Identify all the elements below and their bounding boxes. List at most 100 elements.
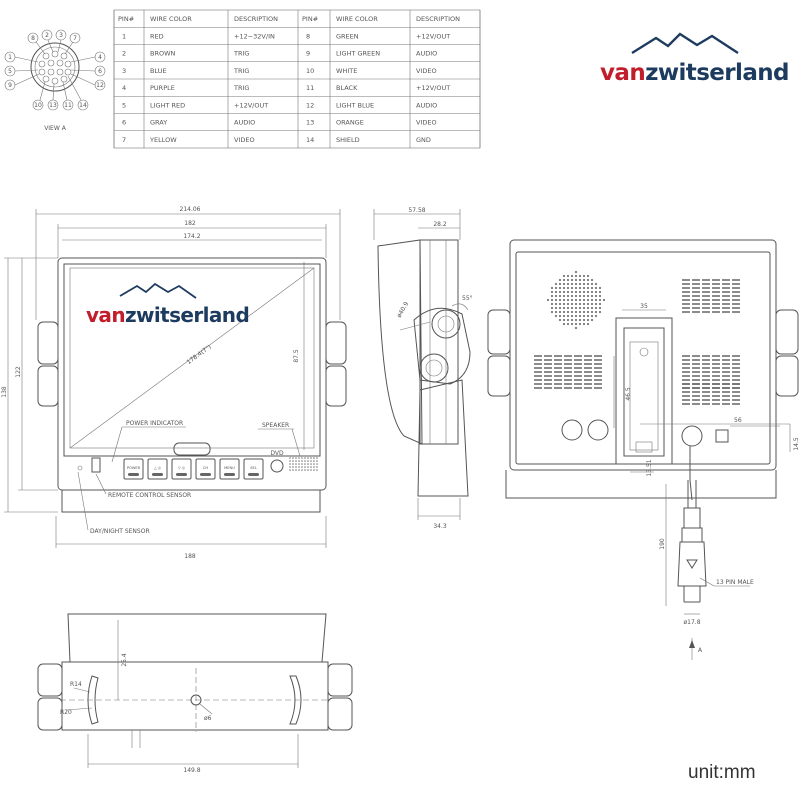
pin-table-cell: VIDEO [416,67,437,75]
view-arrow-label: A [698,647,703,654]
brand-logo: vanzwitserland [600,32,789,86]
front-control-button[interactable] [171,458,192,480]
pin-table-cell: 14 [306,136,314,144]
pin-table-cell: 11 [306,84,314,92]
pin-table-cell: GREEN [336,32,359,40]
pin-table-cell: +12V/OUT [416,84,450,92]
pin-table-cell: 4 [122,84,126,92]
pin-table-cell: LIGHT RED [150,101,185,109]
pin-table-cell: BROWN [150,50,176,58]
pin-table-cell: 6 [122,119,126,127]
svg-text:vanzwitserland: vanzwitserland [600,60,789,86]
unit-label: unit:mm [688,762,756,783]
pin-callout: 14 [79,102,87,109]
pin-table-cell: AUDIO [416,101,437,109]
dim-overall-height: 138 [1,386,8,398]
pin-table-cell: +12V/OUT [234,101,268,109]
connector-pins [38,50,72,85]
pin-table-header: PIN# [118,15,134,23]
power-indicator-label: POWER INDICATOR [126,420,183,427]
dim-bottom-length: 149.8 [183,767,200,774]
pin-table-cell: GND [416,136,431,144]
front-control-button-label: POWER [127,466,141,470]
front-control-button-label: SEL [250,466,257,470]
dim-screen-height: 87.5 [293,349,300,363]
pin-callout: 4 [98,54,102,61]
pin-table-cell: TRIG [233,67,249,75]
pin-callout: 3 [59,32,63,39]
pin-callout: 7 [73,35,77,42]
dim-bracket-depth: 28.2 [433,221,447,228]
pin-table-cell: 13 [306,119,314,127]
dim-screen-width: 174.2 [183,233,200,240]
pin-table-cell: 9 [306,50,310,58]
connector-view-caption: VIEW A [44,125,67,132]
pin-table-cell: LIGHT BLUE [336,101,374,109]
front-control-button[interactable] [147,458,168,480]
front-control-button-label: CH [203,466,209,470]
pin-table-header: DESCRIPTION [416,15,460,23]
pin-table-header: WIRE COLOR [150,15,192,23]
pin-table-cell: AUDIO [234,119,255,127]
dim-frame-height: 122 [15,366,22,378]
pin-callout: 11 [64,102,72,109]
bottom-view: 25.4 R14 R20 ø6 149.8 [37,613,353,774]
pin-table-cell: 7 [122,136,126,144]
pin-table-cell: PURPLE [150,84,175,92]
dim-plug-diameter: ø17.8 [683,619,700,626]
pin-table-cell: 12 [306,101,314,109]
dim-overall-width: 214.06 [180,206,201,213]
svg-text:vanzwitserland: vanzwitserland [86,303,249,327]
pin-callout: 12 [96,82,104,89]
pin-table-cell: BLACK [336,84,358,92]
dim-diagonal: 178.4(7") [186,344,213,366]
pin-table-cell: +12~32V/IN [234,32,275,40]
pin-table-cell: VIDEO [416,119,437,127]
pin-table-header: PIN# [302,15,318,23]
pin-callout: 13 [49,102,57,109]
front-control-button-label: ▽ ◎ [178,466,185,470]
pin-table-cell: ORANGE [336,119,364,127]
front-control-button[interactable] [123,458,144,480]
front-control-button-label: △ ◎ [154,466,161,470]
plug-label: 13 PIN MALE [716,579,754,586]
pin-table-header: DESCRIPTION [234,15,278,23]
pin-callout: 1 [8,54,12,61]
dim-depth: 57.58 [408,207,425,214]
pin-table-cell: 5 [122,101,126,109]
speaker-grill [289,457,318,471]
front-control-button[interactable] [243,458,264,480]
pin-table-cell: TRIG [233,50,249,58]
pin-table-cell: VIDEO [234,136,255,144]
pin-callout: 9 [8,82,12,89]
dim-slot-width: 35 [640,303,648,310]
screen-logo-prefix: van [86,303,125,327]
pin-callout: 10 [34,102,42,109]
front-control-button[interactable] [195,458,216,480]
pin-callout: 2 [45,32,49,39]
pin-table-cell: 10 [306,67,314,75]
logo-suffix: zwitserland [645,60,789,86]
front-view: 214.06 182 174.2 188 138 122 87.5 178.4(… [1,206,347,560]
pin-table-header: WIRE COLOR [336,15,378,23]
dim-bracket-diameter: ø40.9 [396,301,411,319]
pin-table-cell: TRIG [233,84,249,92]
dim-bottom-height: 25.4 [121,653,128,667]
rear-view: 35 46.5 56 14.5 13.51 190 ø17.8 13 PIN M… [487,239,800,660]
pin-table-cell: 2 [122,50,126,58]
front-control-button-label: MENU [224,466,235,470]
dim-hole: ø6 [204,715,212,722]
pin-table-cell: BLUE [150,67,167,75]
dim-bottom-offset: 13.51 [646,459,653,476]
dvd-label: DVD [270,450,284,457]
side-view: 57.58 28.2 34.3 ø40.9 55° [373,207,473,530]
pin-table-cell: 1 [122,32,126,40]
front-control-button[interactable] [219,458,240,480]
remote-sensor-label: REMOTE CONTROL SENSOR [108,492,191,499]
pin-table-cell: 3 [122,67,126,75]
screen-logo-suffix: zwitserland [125,303,249,327]
pin-table-cell: WHITE [336,67,357,75]
pin-table-cell: RED [150,32,164,40]
dim-cable-length: 190 [659,538,666,550]
dim-connector-offset: 56 [734,417,742,424]
